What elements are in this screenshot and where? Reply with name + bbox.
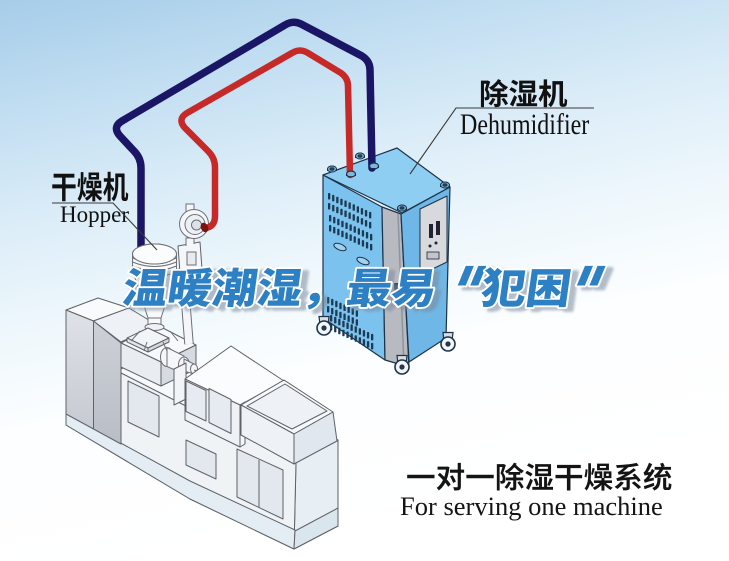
svg-text:For serving one machine: For serving one machine (400, 491, 663, 521)
svg-text:Hopper: Hopper (60, 202, 129, 227)
svg-text:Dehumidifier: Dehumidifier (460, 107, 589, 140)
